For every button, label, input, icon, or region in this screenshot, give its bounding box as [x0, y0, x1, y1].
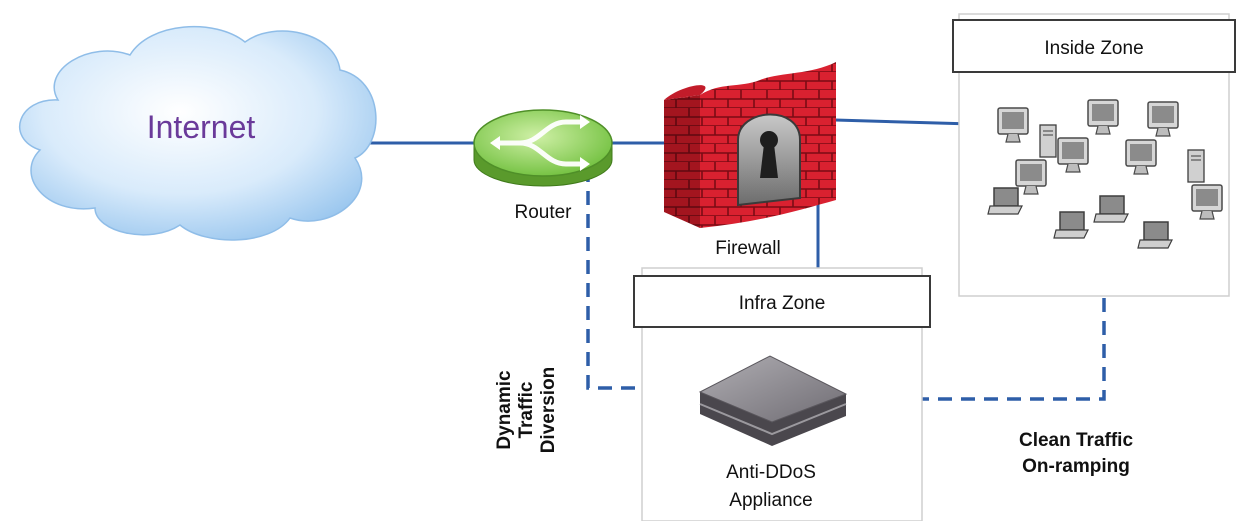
router-icon	[473, 109, 613, 187]
firewall-label: Firewall	[715, 238, 780, 259]
internet-cloud: Internet	[19, 25, 377, 241]
firewall-icon	[664, 62, 836, 228]
diversion-line2: Traffic	[516, 381, 537, 438]
onramp-line2: On-ramping	[1022, 456, 1130, 477]
link-firewall-inside	[834, 118, 973, 126]
diversion-line3: Diversion	[538, 367, 559, 454]
inside-zone-title: Inside Zone	[1044, 38, 1143, 59]
anti-ddos-label-line2: Appliance	[729, 490, 812, 511]
anti-ddos-appliance-icon	[698, 355, 848, 446]
diversion-annotation: Dynamic Traffic Diversion	[494, 367, 559, 454]
onramp-path	[846, 296, 1106, 401]
diversion-line1: Dynamic	[494, 370, 515, 450]
router-label: Router	[514, 202, 572, 223]
onramp-line1: Clean Traffic	[1019, 430, 1133, 451]
inside-zone: Inside Zone	[952, 13, 1236, 297]
anti-ddos-label-line1: Anti-DDoS	[726, 462, 816, 483]
internet-label: Internet	[147, 109, 256, 145]
infra-zone-title: Infra Zone	[739, 293, 826, 314]
